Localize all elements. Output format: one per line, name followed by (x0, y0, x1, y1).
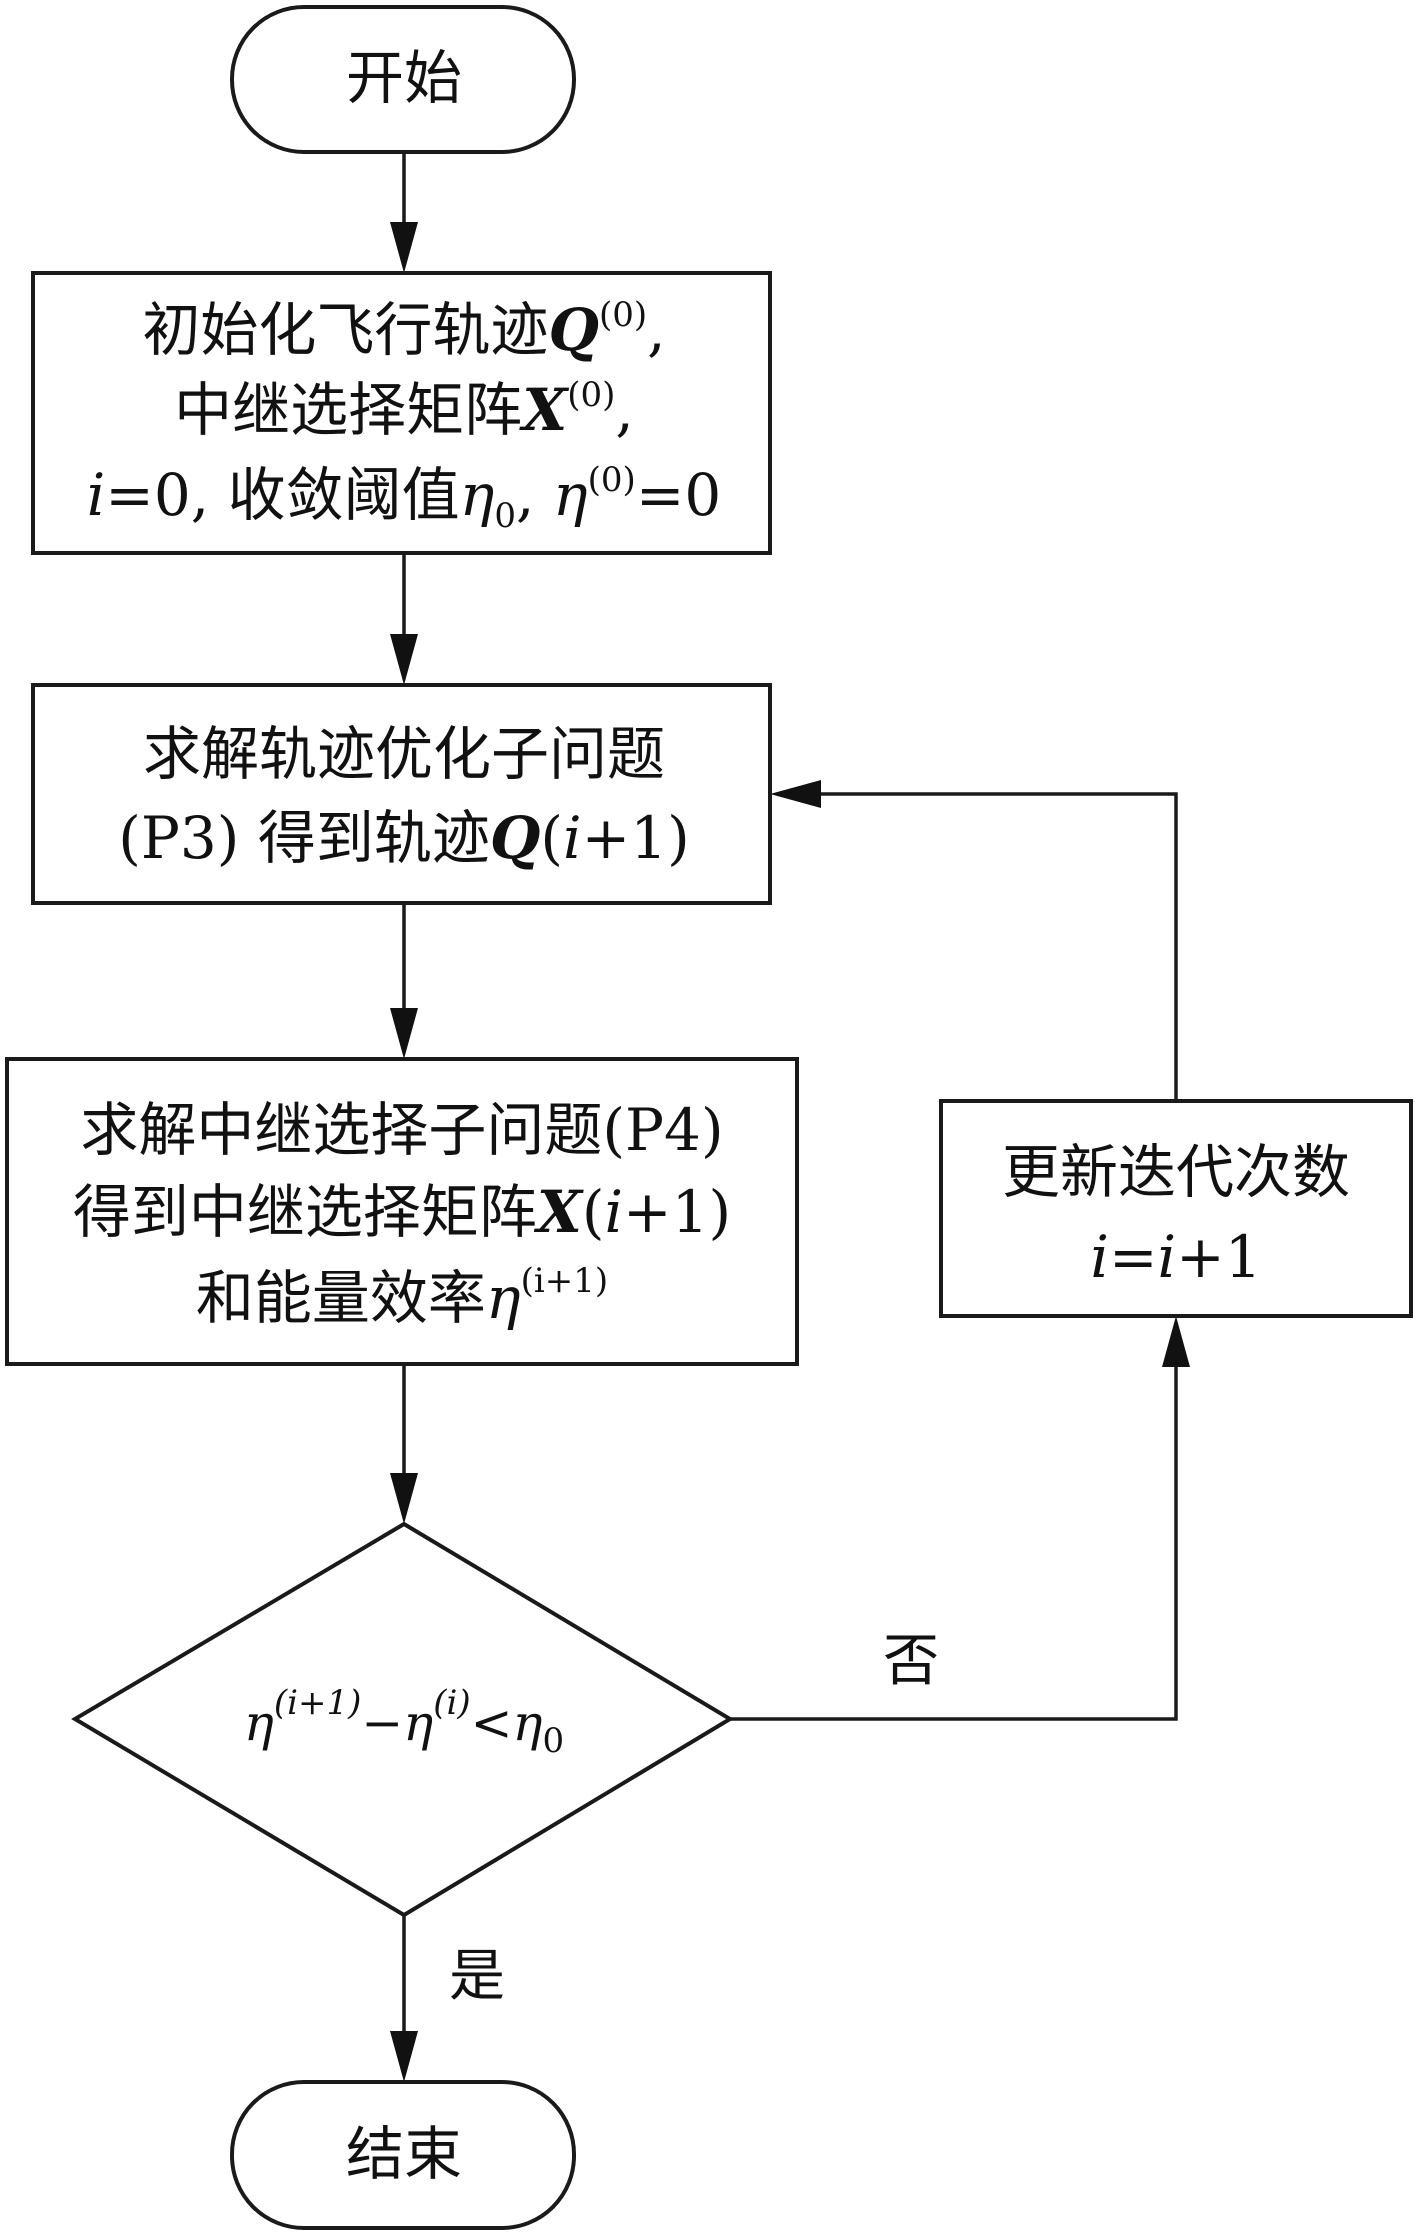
edge-update-to-p3 (813, 792, 1178, 1101)
decision-condition: η(i+1)−η(i)<η0 (244, 1683, 564, 1761)
arrowhead-p3-to-p4 (390, 1008, 418, 1059)
arrowhead-update-to-p3 (770, 780, 821, 808)
init-process-shape (31, 271, 772, 555)
update-process-shape (939, 1099, 1413, 1318)
update-node: 更新迭代次数 i=i+1 (939, 1099, 1413, 1318)
edge-label-yes: 是 (449, 1944, 505, 2009)
end-label: 结束 (346, 2120, 462, 2188)
start-node: 开始 (230, 5, 576, 154)
decision-diamond-shape (71, 1521, 734, 1918)
arrowhead-decision-to-end (390, 2031, 418, 2082)
edge-decision-to-update (730, 1359, 1178, 1721)
p3-line-2: (P3) 得到轨迹Q(i+1) (118, 804, 690, 872)
p4-process-shape (5, 1057, 799, 1366)
p3-node: 求解轨迹优化子问题 (P3) 得到轨迹Q(i+1) (31, 683, 772, 905)
update-line-2: i=i+1 (1090, 1223, 1261, 1291)
update-line-1: 更新迭代次数 (1002, 1138, 1350, 1206)
init-line-2: 中继选择矩阵X(0), (174, 375, 634, 444)
start-label: 开始 (346, 44, 462, 112)
p3-process-shape (31, 683, 772, 905)
arrowhead-p4-to-decision (390, 1473, 418, 1524)
init-line-1: 初始化飞行轨迹Q(0), (142, 295, 665, 364)
edge-label-no: 否 (883, 1629, 939, 1694)
init-node: 初始化飞行轨迹Q(0), 中继选择矩阵X(0), i=0, 收敛阈值η0, η(… (31, 271, 772, 555)
init-line-3: i=0, 收敛阈值η0, η(0)=0 (87, 460, 722, 536)
arrowhead-init-to-p3 (390, 634, 418, 685)
p4-node: 求解中继选择子问题(P4) 得到中继选择矩阵X(i+1) 和能量效率η(i+1) (5, 1057, 799, 1366)
arrowhead-decision-to-update (1162, 1316, 1190, 1367)
p3-line-1: 求解轨迹优化子问题 (143, 720, 665, 788)
p4-line-1: 求解中继选择子问题(P4) (80, 1096, 723, 1164)
start-terminator-shape (230, 5, 576, 154)
end-terminator-shape (230, 2080, 576, 2230)
p4-line-3: 和能量效率η(i+1) (196, 1261, 608, 1332)
decision-node: η(i+1)−η(i)<η0 (71, 1521, 734, 1918)
arrowhead-start-to-init (390, 222, 418, 273)
end-node: 结束 (230, 2080, 576, 2230)
p4-line-2: 得到中继选择矩阵X(i+1) (73, 1178, 731, 1246)
